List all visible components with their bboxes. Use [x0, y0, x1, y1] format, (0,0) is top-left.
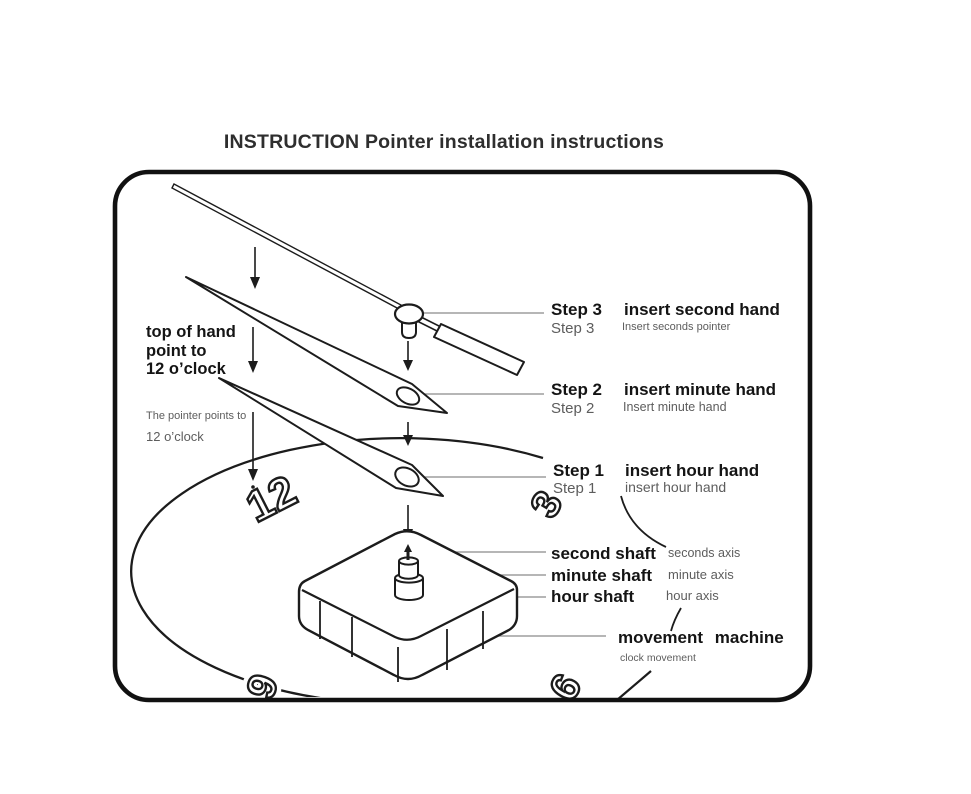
diagram-border: [112, 169, 813, 703]
step-3-label: Step 3 insert second hand Step 3 Insert …: [551, 300, 780, 337]
step-3-number: Step 3: [551, 300, 602, 319]
second-shaft-alt: seconds axis: [668, 546, 740, 560]
down-arrow-2: [248, 327, 258, 373]
minute-hand-hole: [395, 386, 421, 406]
clock-movement-alt: clock movement: [620, 652, 696, 664]
down-arrow-3: [248, 412, 258, 489]
movement-box-body: [297, 530, 519, 681]
step-3-text-alt: Insert seconds pointer: [622, 321, 731, 333]
left-note-line-3: 12 o’clock: [146, 360, 227, 378]
minute-shaft-alt: minute axis: [668, 567, 734, 582]
hour-shaft-alt: hour axis: [666, 588, 719, 603]
left-note-line-1: top of hand: [146, 323, 236, 341]
step-1-text-alt: insert hour hand: [625, 479, 726, 495]
second-hand-hub: [393, 303, 425, 325]
clock-numeral-12: 12: [238, 466, 304, 532]
movement-labels: movement machine clock movement: [618, 628, 784, 664]
shaft-labels: second shaft seconds axis minute shaft m…: [551, 544, 740, 606]
page-title: INSTRUCTION Pointer installation instruc…: [224, 131, 664, 153]
hour-axis-tick: [670, 607, 682, 632]
clock-face-group: [130, 437, 544, 697]
movement-machine-label: movement machine: [618, 628, 784, 647]
step-1-number: Step 1: [553, 461, 604, 480]
step-2-number: Step 2: [551, 380, 602, 399]
second-shaft-pin: [404, 544, 412, 560]
hour-hand-hole: [394, 466, 420, 488]
step-3-number-alt: Step 3: [551, 320, 594, 337]
hour-shaft-cylinder: [394, 578, 424, 601]
step-1-text: insert hour hand: [625, 461, 759, 480]
step-2-text-alt: Insert minute hand: [623, 400, 727, 414]
minute-hand: [185, 276, 448, 414]
left-note-sub-line-2: 12 o’clock: [146, 429, 204, 444]
hour-hand: [218, 377, 444, 497]
clock-rim-segment: [616, 670, 652, 701]
down-arrows: [248, 247, 413, 541]
left-note-line-2: point to: [146, 342, 206, 360]
movement-box-top-edge: [301, 588, 515, 641]
step-2-number-alt: Step 2: [551, 400, 594, 417]
down-arrow-4: [403, 341, 413, 371]
step-3-text: insert second hand: [624, 300, 780, 319]
second-hand-counterweight: [433, 323, 525, 376]
curved-leader-hour-hand: [620, 495, 667, 548]
step-2-label: Step 2 insert minute hand Step 2 Insert …: [551, 380, 776, 417]
step-2-text: insert minute hand: [624, 380, 776, 399]
movement-box: [297, 530, 519, 682]
clock-face-arc: [130, 437, 544, 697]
second-hand: [171, 183, 525, 376]
left-note: top of hand point to 12 o’clock The poin…: [146, 323, 246, 444]
step-1-label: Step 1 insert hour hand Step 1 insert ho…: [553, 461, 759, 497]
down-arrow-5: [403, 422, 413, 446]
hour-shaft-label: hour shaft: [551, 587, 634, 606]
left-note-sub-line-1: The pointer points to: [146, 410, 246, 422]
minute-shaft-label: minute shaft: [551, 566, 652, 585]
down-arrow-1: [250, 247, 260, 289]
minute-shaft-cylinder: [398, 561, 419, 580]
second-shaft-label: second shaft: [551, 544, 656, 563]
step-1-number-alt: Step 1: [553, 480, 596, 497]
movement-box-seams: [319, 601, 484, 682]
